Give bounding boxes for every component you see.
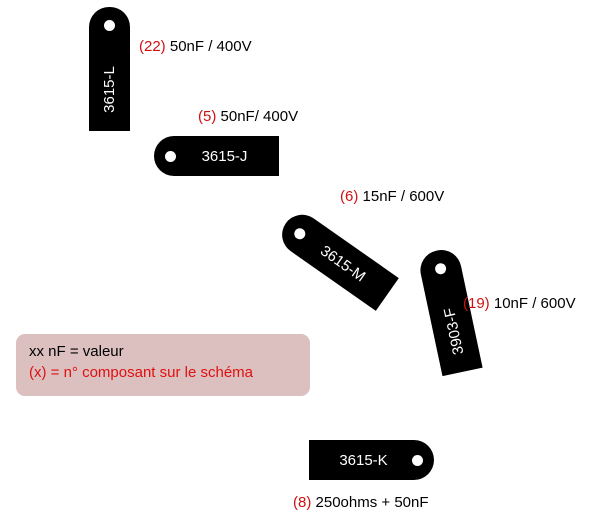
component-label-5: (5) 50nF/ 400V: [198, 108, 298, 125]
legend-value-line: xx nF = valeur: [29, 343, 124, 360]
mounting-hole-icon: [434, 262, 448, 276]
component-number: (5): [198, 108, 217, 125]
component-tag-3615-K: 3615-K: [309, 440, 434, 480]
component-id: 3615-K: [339, 451, 388, 469]
legend-box: xx nF = valeur (x) = n° composant sur le…: [16, 334, 310, 396]
component-id: 3615-J: [201, 147, 248, 165]
mounting-hole-icon: [412, 455, 423, 466]
component-value: 15nF / 600V: [362, 188, 445, 205]
component-label-8: (8) 250ohms + 50nF: [293, 494, 429, 511]
component-number: (8): [293, 494, 312, 511]
component-number: (19): [463, 295, 490, 312]
component-tag-3615-M: 3615-M: [274, 206, 399, 311]
mounting-hole-icon: [104, 20, 115, 31]
mounting-hole-icon: [165, 151, 176, 162]
component-value: 50nF/ 400V: [220, 108, 299, 125]
component-id: 3615-L: [101, 65, 118, 113]
component-label-19: (19) 10nF / 600V: [463, 295, 576, 312]
legend-number-line: (x) = n° composant sur le schéma: [29, 364, 254, 381]
component-value: 50nF / 400V: [169, 38, 252, 55]
component-tag-3615-L: 3615-L: [89, 7, 130, 131]
component-label-6: (6) 15nF / 600V: [340, 188, 444, 205]
component-number: (6): [340, 188, 359, 205]
component-value: 10nF / 600V: [493, 295, 576, 312]
mounting-hole-icon: [292, 226, 308, 242]
component-id: 3615-M: [317, 241, 369, 286]
component-number: (22): [139, 38, 166, 55]
component-label-22: (22) 50nF / 400V: [139, 38, 252, 55]
component-id: 3903-F: [440, 305, 468, 356]
component-tag-3615-J: 3615-J: [154, 136, 279, 176]
component-value: 250ohms + 50nF: [315, 494, 429, 511]
